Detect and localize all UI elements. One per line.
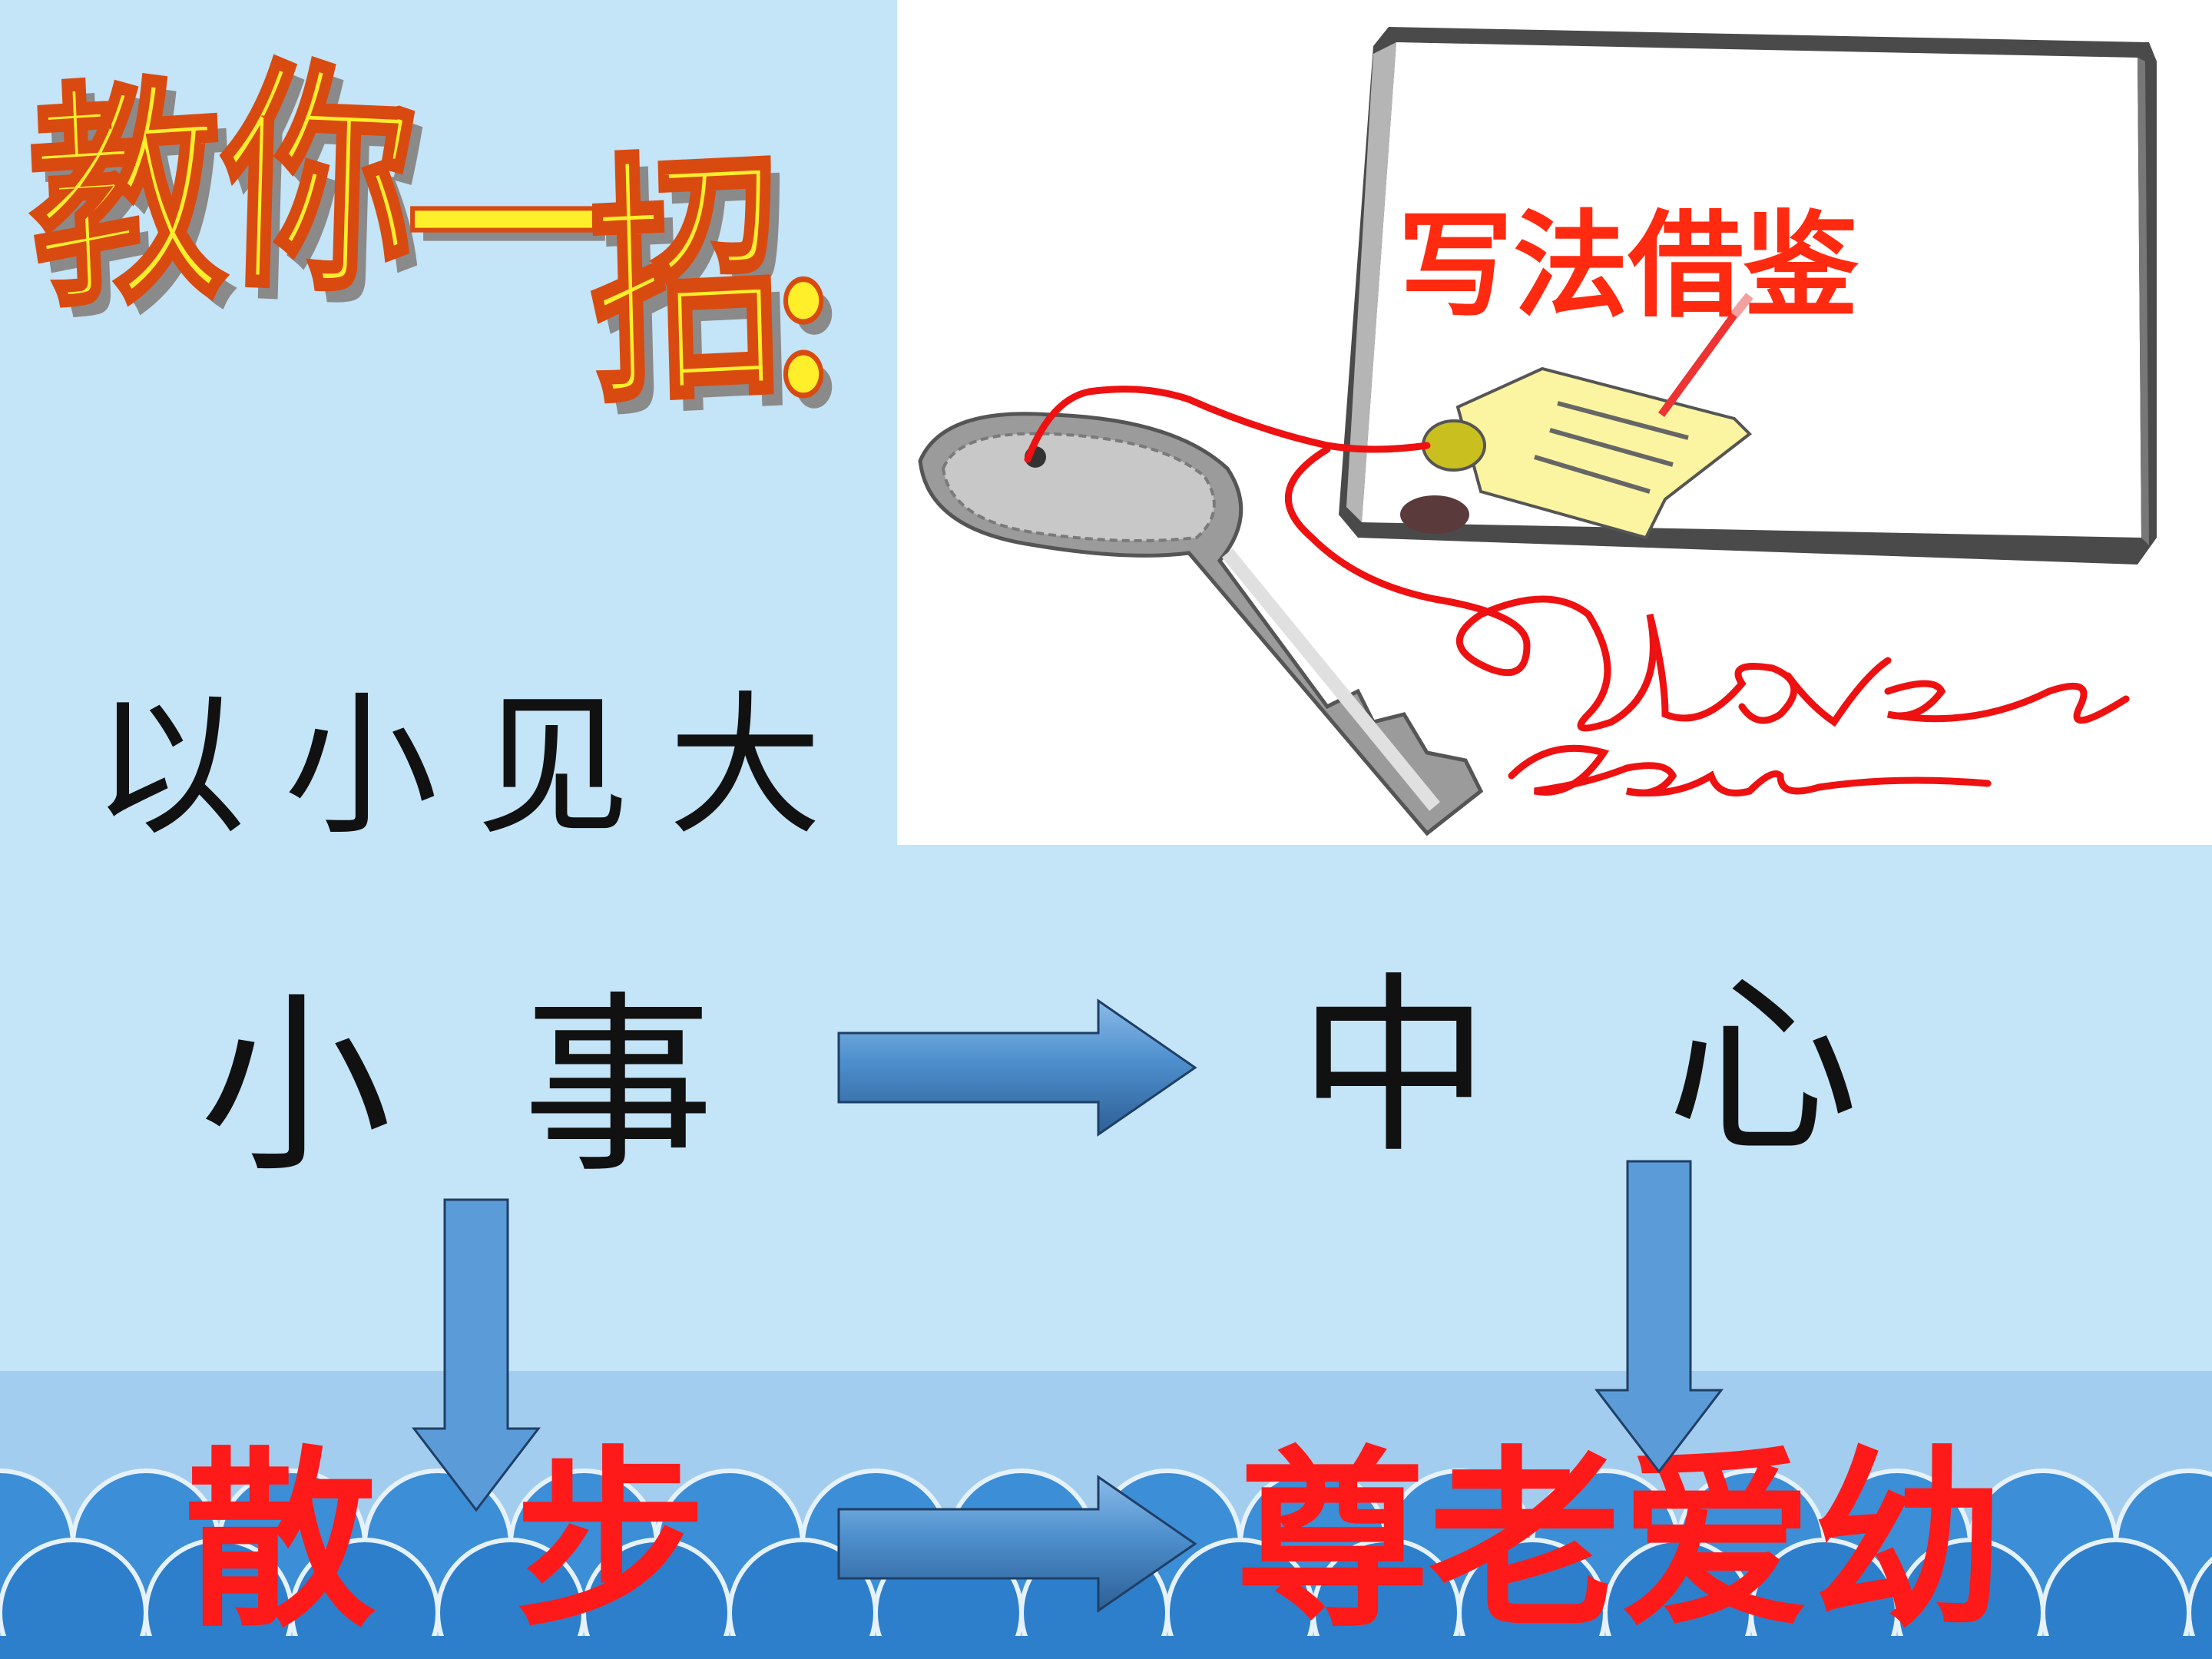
arrow-right-bottom [837, 1475, 1197, 1613]
ribbon-icon [1024, 386, 2130, 796]
illustration-drawing [918, 27, 2157, 836]
arrow-down-right [1594, 1160, 1724, 1474]
wave-base [0, 1636, 2212, 1659]
node-respect-elders: 尊老爱幼 [1237, 1427, 2005, 1653]
scroll-icon [1400, 293, 1753, 540]
title-char-1: 教 [22, 50, 231, 343]
arrow-down-left [411, 1198, 541, 1512]
title-char-3: 一 [405, 114, 601, 339]
wave-decoration [0, 1469, 2212, 1659]
key-icon [918, 412, 1484, 836]
key-illustration [897, 0, 2212, 845]
subtitle: 以小见大 [92, 677, 861, 856]
node-walk: 散步 [184, 1427, 845, 1653]
card-caption: 写法借鉴 [1398, 200, 1859, 333]
page-title: 教 你 一 招 : [22, 33, 876, 469]
title-char-5: : [766, 175, 841, 447]
arrow-right-top [837, 998, 1197, 1137]
node-center: 中心 [1298, 955, 2035, 1179]
title-char-4: 招 [584, 121, 790, 439]
title-char-2: 你 [217, 33, 422, 329]
wave-scallop [2187, 1556, 2212, 1659]
node-small-event: 小事 [200, 975, 845, 1198]
